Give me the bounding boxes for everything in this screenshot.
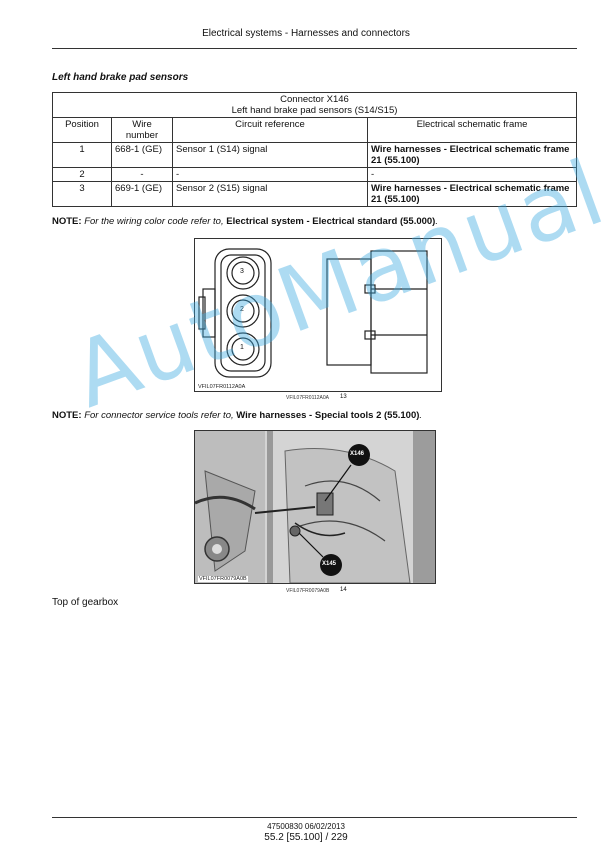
table-row: 1 668-1 (GE) Sensor 1 (S14) signal Wire … xyxy=(52,142,577,168)
table-header-row: Position Wire number Circuit reference E… xyxy=(52,117,577,143)
figure-inner-code: VFIL07FR0079A0B xyxy=(198,576,248,582)
cell-position: 3 xyxy=(52,181,112,207)
header-rule xyxy=(52,48,577,49)
note-end: . xyxy=(419,410,423,421)
table-title-cell: Connector X146 Left hand brake pad senso… xyxy=(52,92,577,118)
cell-circuit: - xyxy=(172,167,368,182)
label-x145: X145 xyxy=(322,561,337,567)
page-header: Electrical systems - Harnesses and conne… xyxy=(202,28,410,39)
table-row: 3 669-1 (GE) Sensor 2 (S15) signal Wire … xyxy=(52,181,577,207)
note-text: For the wiring color code refer to, xyxy=(81,216,227,227)
cell-wire: - xyxy=(111,167,173,182)
note-link[interactable]: Electrical system - Electrical standard … xyxy=(226,216,436,227)
footer-rule xyxy=(52,817,577,818)
note-label: NOTE: xyxy=(52,216,82,227)
figure-caption-code: VFIL07FR0079A0B xyxy=(286,588,330,594)
label-x146: X146 xyxy=(350,451,365,457)
cell-wire: 668-1 (GE) xyxy=(111,142,173,168)
table-title-row: Connector X146 Left hand brake pad senso… xyxy=(52,92,577,118)
pin-label: 3 xyxy=(240,268,244,275)
note-text: For connector service tools refer to, xyxy=(81,410,237,421)
cell-circuit: Sensor 1 (S14) signal xyxy=(172,142,368,168)
cell-frame-link[interactable]: Wire harnesses - Electrical schematic fr… xyxy=(367,181,577,207)
page-number: 55.2 [55.100] / 229 xyxy=(264,832,348,843)
col-header-circuit: Circuit reference xyxy=(172,117,368,143)
col-header-frame: Electrical schematic frame xyxy=(367,117,577,143)
connector-subtitle: Left hand brake pad sensors (S14/S15) xyxy=(231,105,398,116)
gearbox-illustration xyxy=(195,431,435,583)
cell-position: 1 xyxy=(52,142,112,168)
note-wiring-color: NOTE: For the wiring color code refer to… xyxy=(52,216,438,227)
note-service-tools: NOTE: For connector service tools refer … xyxy=(52,410,422,421)
gearbox-photo: X146 X145 VFIL07FR0079A0B xyxy=(194,430,436,584)
figure-number: 14 xyxy=(340,587,347,593)
connector-table: Connector X146 Left hand brake pad senso… xyxy=(52,92,577,207)
figure-number: 13 xyxy=(340,394,347,400)
pin-label: 1 xyxy=(240,344,244,351)
cell-wire: 669-1 (GE) xyxy=(111,181,173,207)
connector-figure: 3 2 1 VFIL07FR0112A0A xyxy=(194,238,442,392)
cell-circuit: Sensor 2 (S15) signal xyxy=(172,181,368,207)
footer-reference: 47500830 06/02/2013 xyxy=(267,822,345,831)
cell-position: 2 xyxy=(52,167,112,182)
connector-drawing xyxy=(198,248,428,378)
col-header-wire: Wire number xyxy=(111,117,173,143)
note-label: NOTE: xyxy=(52,410,82,421)
figure-inner-code: VFIL07FR0112A0A xyxy=(198,384,246,390)
connector-name: Connector X146 xyxy=(280,94,349,105)
figure-caption-code: VFIL07FR0112A0A xyxy=(286,395,329,401)
col-header-position: Position xyxy=(52,117,112,143)
pin-label: 2 xyxy=(240,306,244,313)
section-title: Left hand brake pad sensors xyxy=(52,72,189,83)
location-caption: Top of gearbox xyxy=(52,597,119,608)
note-end: . xyxy=(435,216,438,227)
note-link[interactable]: Wire harnesses - Special tools 2 (55.100… xyxy=(236,410,420,421)
